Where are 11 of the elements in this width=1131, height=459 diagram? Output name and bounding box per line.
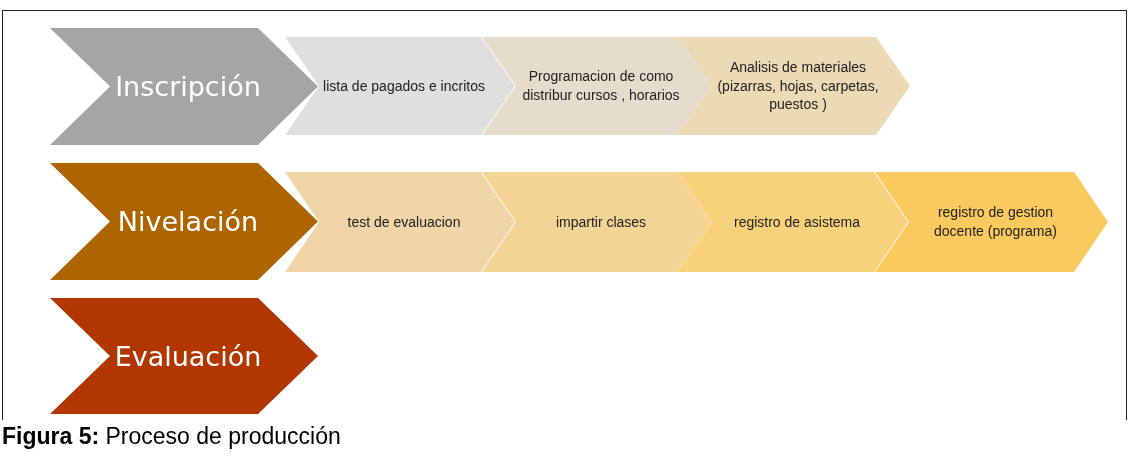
step-label: test de evaluacion xyxy=(347,212,461,232)
step-label: impartir clases xyxy=(555,212,647,232)
step-label: lista de pagados e incritos xyxy=(323,76,485,96)
step-label: Analisis de materiales (pizarras, hojas, carpetas, puestos ) xyxy=(716,57,880,115)
stage-title: Nivelación xyxy=(117,206,259,237)
step-label: Programacion de como distribur cursos , horarios xyxy=(521,67,681,105)
step-label: registro de gestion docente (programa) xyxy=(933,203,1058,241)
step-label: registro de asistema xyxy=(733,212,861,232)
figure-caption: Figura 5: Proceso de producción xyxy=(2,423,341,450)
stage-title: Evaluación xyxy=(114,340,262,372)
stage-title: Inscripción xyxy=(115,71,261,102)
